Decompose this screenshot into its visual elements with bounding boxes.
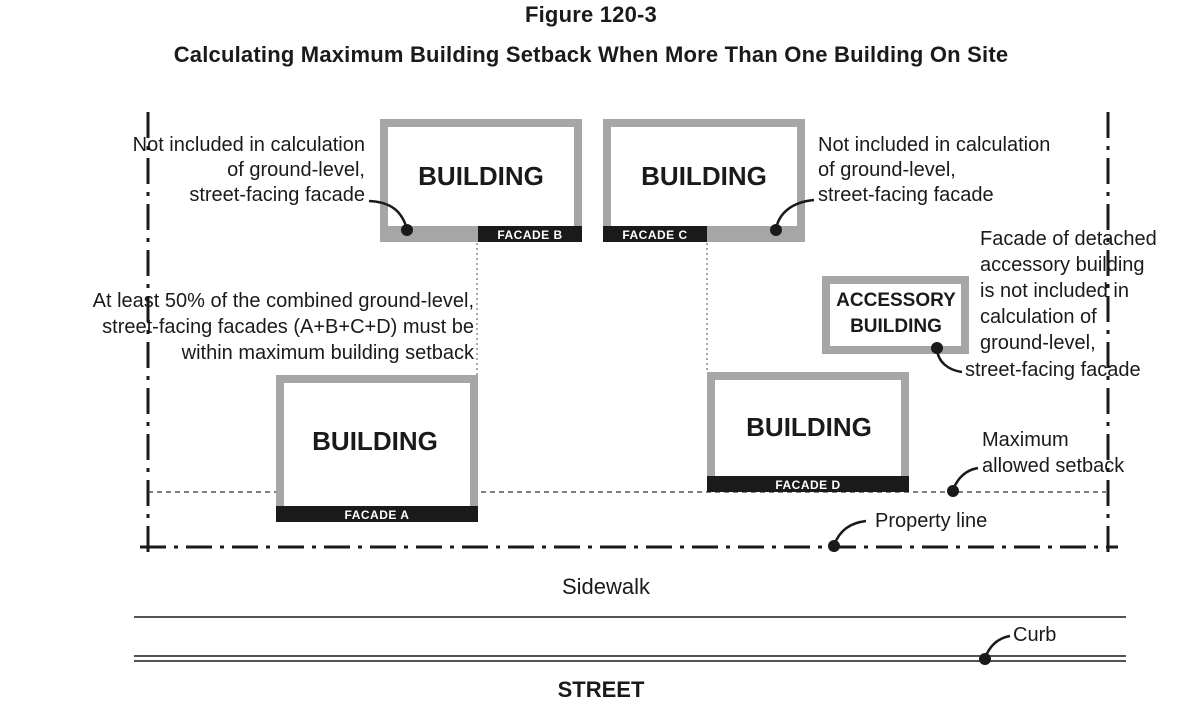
note-left-line2: of ground-level, [227, 159, 365, 181]
building-bottom-right-label: BUILDING [746, 412, 872, 442]
facade-a-label: FACADE A [345, 508, 410, 522]
accessory-note-line2: accessory building [980, 254, 1145, 276]
note-left-line1: Not included in calculation [133, 134, 365, 156]
note-right-line3: street-facing facade [818, 184, 994, 206]
leader-accessory-note [931, 342, 963, 374]
fifty-percent-line3: within maximum building setback [181, 342, 475, 364]
note-right-line2: of ground-level, [818, 159, 956, 181]
leader-property-line [828, 519, 867, 552]
max-setback-line1: Maximum [982, 429, 1069, 451]
sidewalk-label: Sidewalk [562, 574, 651, 599]
accessory-note-line6: street-facing facade [965, 359, 1141, 381]
fifty-percent-line1: At least 50% of the combined ground-leve… [93, 290, 474, 312]
figure-subtitle: Calculating Maximum Building Setback Whe… [173, 42, 1009, 67]
fifty-percent-line2: street-facing facades (A+B+C+D) must be [102, 316, 474, 338]
leader-not-included-left [368, 199, 413, 236]
building-bottom-left: FACADE A BUILDING [276, 375, 478, 522]
street-label: STREET [558, 677, 645, 702]
accessory-note-line1: Facade of detached [980, 228, 1157, 250]
building-top-right-label: BUILDING [641, 161, 767, 191]
leader-not-included-right [770, 198, 815, 236]
accessory-building: ACCESSORY BUILDING [822, 276, 969, 354]
accessory-note-line5: ground-level, [980, 332, 1096, 354]
building-top-left-label: BUILDING [418, 161, 544, 191]
facade-b-bar [478, 226, 582, 242]
note-left-line3: street-facing facade [189, 184, 365, 206]
leader-max-setback [947, 466, 979, 497]
accessory-note-line4: calculation of [980, 306, 1097, 328]
building-bottom-right: FACADE D BUILDING [707, 372, 909, 492]
curb-label: Curb [1013, 624, 1056, 646]
facade-d-label: FACADE D [775, 478, 840, 492]
note-right-line1: Not included in calculation [818, 134, 1050, 156]
accessory-label-line2: BUILDING [850, 316, 942, 337]
building-top-right: FACADE C BUILDING [603, 119, 805, 242]
facade-b-label: FACADE B [497, 228, 562, 242]
facade-a-bar [276, 506, 478, 522]
accessory-label-line1: ACCESSORY [836, 290, 956, 311]
building-top-left: FACADE B BUILDING [380, 119, 582, 242]
facade-d-bar [707, 476, 909, 492]
facade-c-label: FACADE C [622, 228, 687, 242]
max-setback-line2: allowed setback [982, 455, 1125, 477]
property-line-label: Property line [875, 510, 987, 532]
figure-title: Figure 120-3 [524, 2, 657, 27]
facade-c-bar [603, 226, 707, 242]
accessory-note-line3: is not included in [980, 280, 1129, 302]
building-bottom-left-label: BUILDING [312, 426, 438, 456]
